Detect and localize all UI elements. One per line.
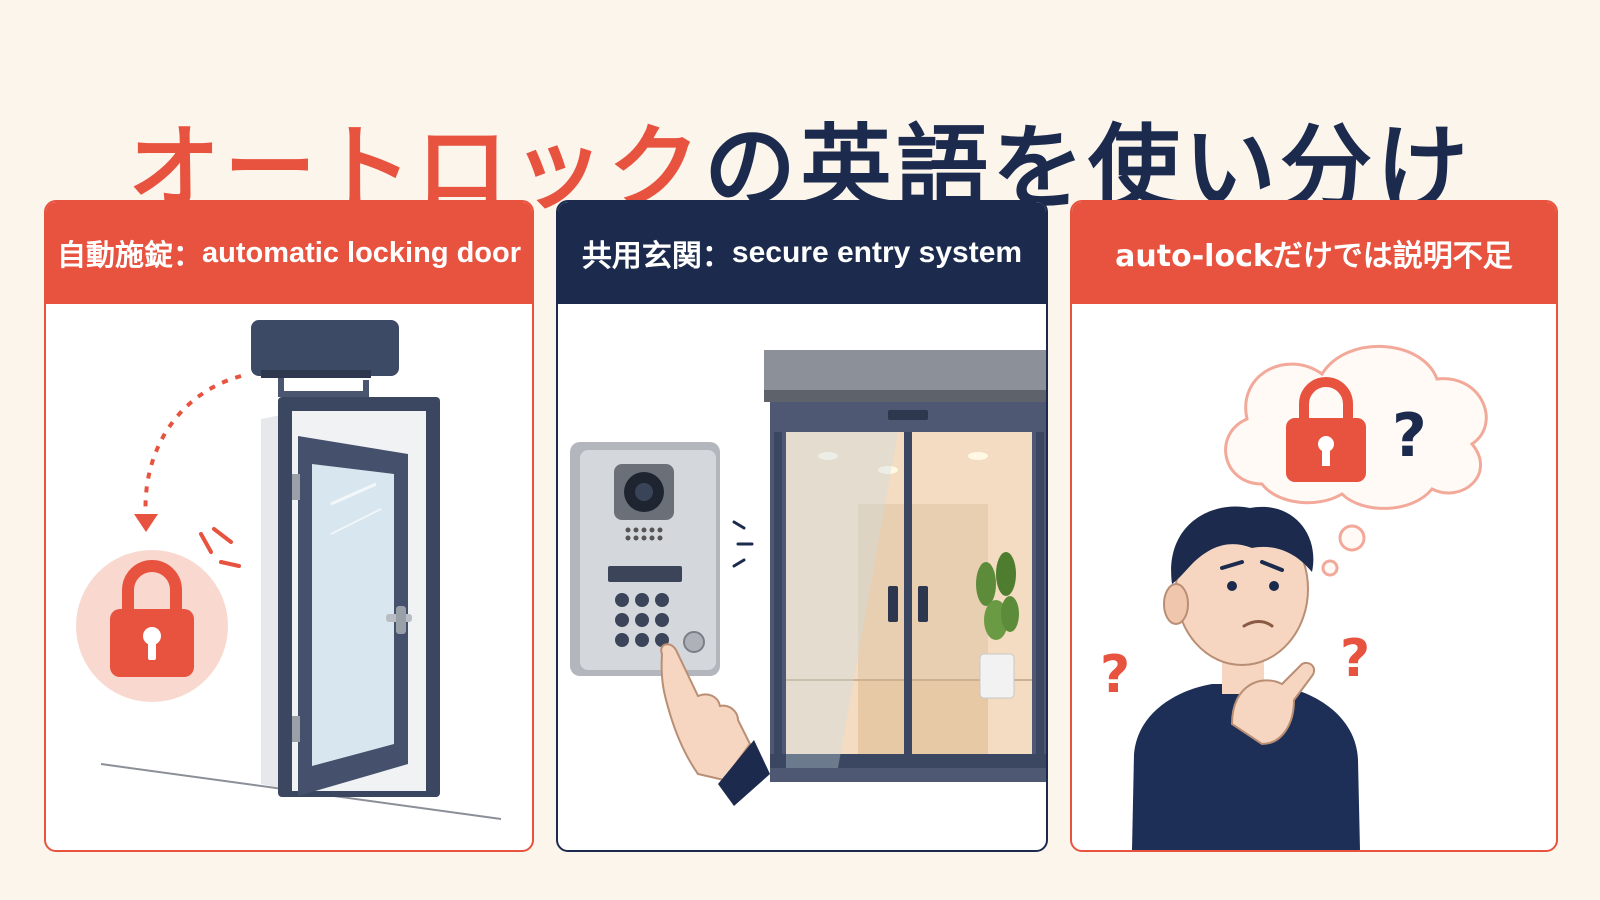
panel-header-jp: 自動施錠： <box>56 238 202 272</box>
panel-auto-lock-insufficient: auto-lockだけでは説明不足 ? ? ? <box>1070 200 1558 852</box>
panel-header: auto-lockだけでは説明不足 <box>1072 202 1556 304</box>
panel-header-en: secure entry system <box>731 236 1023 269</box>
panel-header-en: automatic locking door <box>201 236 522 269</box>
question-mark-icon: ? <box>1392 401 1427 471</box>
panel-automatic-locking-door: 自動施錠： automatic locking door <box>44 200 534 852</box>
panel-header-label: auto-lockだけでは説明不足 <box>1115 239 1513 274</box>
panel-header: 自動施錠： automatic locking door <box>46 202 532 304</box>
intercom-keypad-icon <box>570 442 720 676</box>
padlock-icon <box>1286 377 1366 482</box>
pointing-hand-icon <box>660 643 770 806</box>
door-closer-icon <box>251 320 399 397</box>
panel-secure-entry-system: 共用玄関： secure entry system <box>556 200 1048 852</box>
door-illustration <box>76 320 502 820</box>
panel-header-jp: 共用玄関： <box>581 239 732 274</box>
confused-person-illustration: ? ? ? <box>1100 344 1488 850</box>
padlock-icon <box>110 560 194 677</box>
question-mark-icon: ? <box>1340 629 1370 689</box>
panel-header: 共用玄関： secure entry system <box>558 202 1046 304</box>
question-mark-icon: ? <box>1100 645 1130 705</box>
confused-person-icon <box>1132 506 1360 850</box>
entrance-illustration <box>570 350 1046 806</box>
